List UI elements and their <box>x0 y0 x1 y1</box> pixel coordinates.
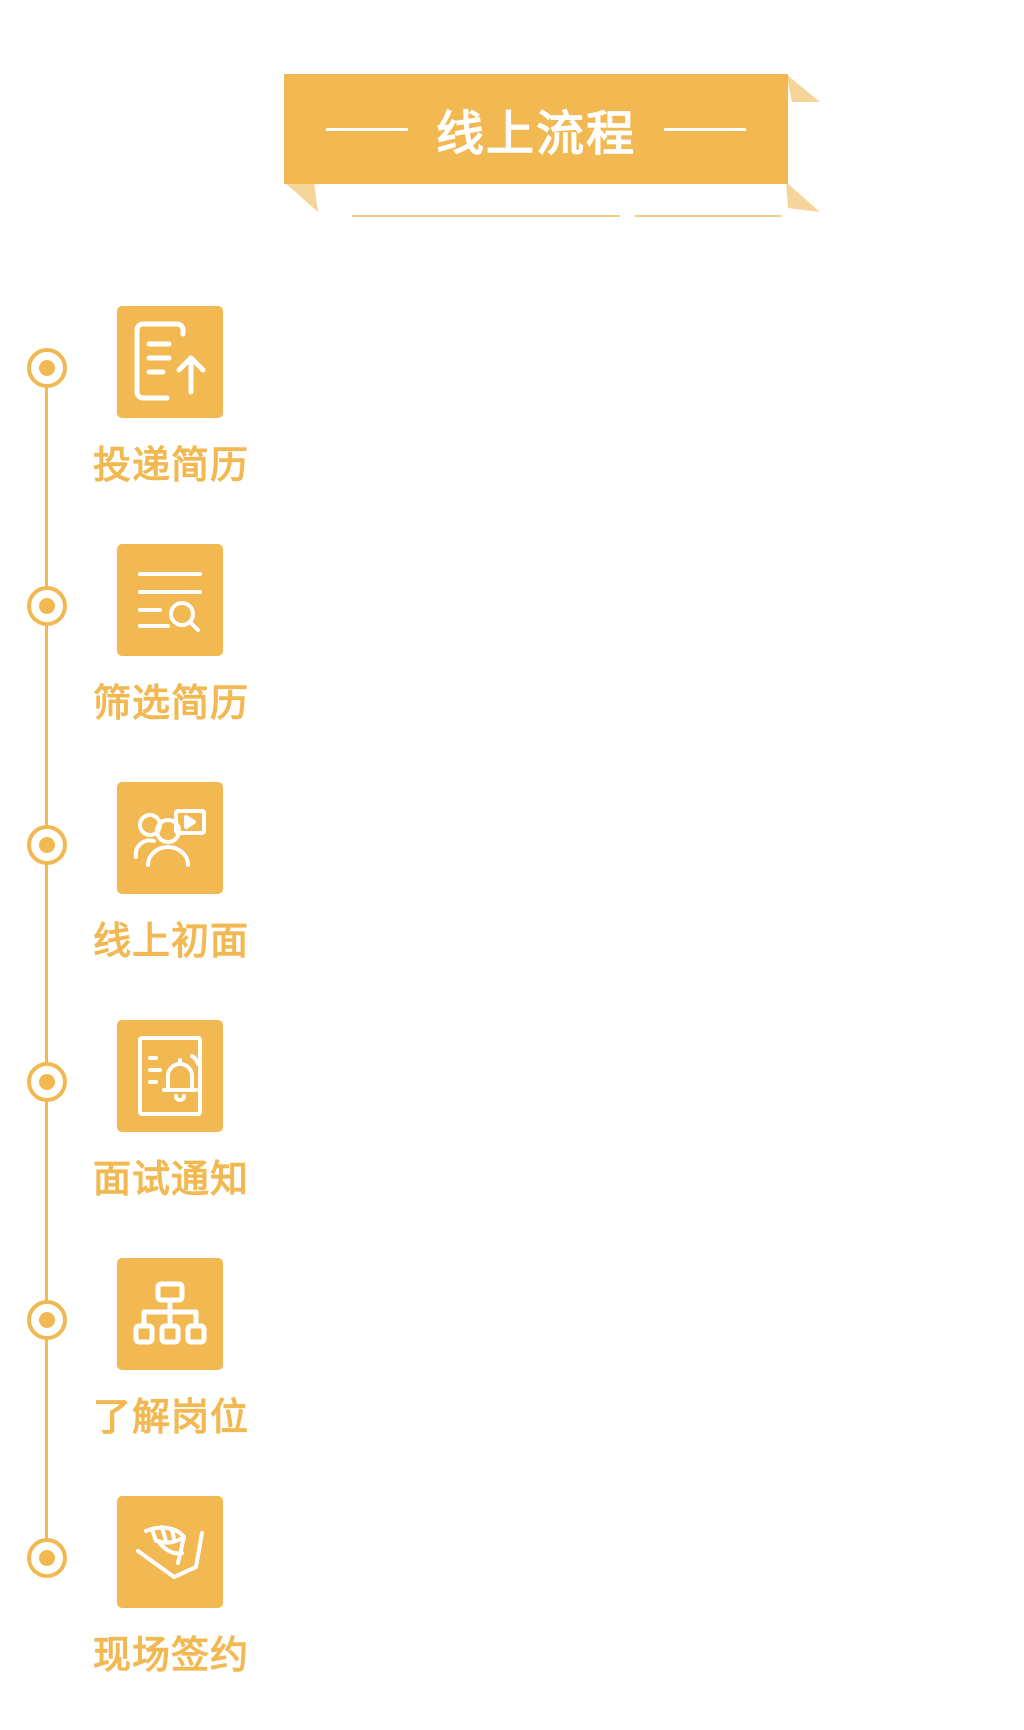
document-upload-icon <box>117 306 223 418</box>
timeline-node <box>27 586 67 626</box>
org-chart-icon <box>117 1258 223 1370</box>
timeline-node <box>27 348 67 388</box>
timeline-node <box>27 825 67 865</box>
header-banner: 线上流程 <box>0 0 1024 230</box>
bell-notice-icon <box>117 1020 223 1132</box>
banner-box: 线上流程 <box>284 74 788 184</box>
timeline-node <box>27 1538 67 1578</box>
page-title: 线上流程 <box>435 106 636 162</box>
banner-dash-right <box>664 127 746 131</box>
step-label: 投递简历 <box>92 443 249 487</box>
list-search-icon <box>117 544 223 656</box>
timeline-node <box>27 1300 67 1340</box>
step-label: 现场签约 <box>92 1633 249 1677</box>
step-label: 面试通知 <box>92 1157 249 1201</box>
banner-fold-bottom-left <box>284 182 318 212</box>
step-label: 线上初面 <box>92 919 249 963</box>
banner-underline-right <box>635 215 781 217</box>
step-label: 了解岗位 <box>92 1395 249 1439</box>
timeline-line <box>45 365 48 1549</box>
step-label: 筛选简历 <box>92 681 249 725</box>
banner-fold-top-right <box>786 74 820 102</box>
timeline-node <box>27 1062 67 1102</box>
banner-fold-bottom-right <box>786 182 820 212</box>
banner-underline-left <box>352 215 620 217</box>
sign-contract-icon <box>117 1496 223 1608</box>
banner-dash-left <box>325 127 408 131</box>
video-meeting-icon <box>117 782 223 894</box>
